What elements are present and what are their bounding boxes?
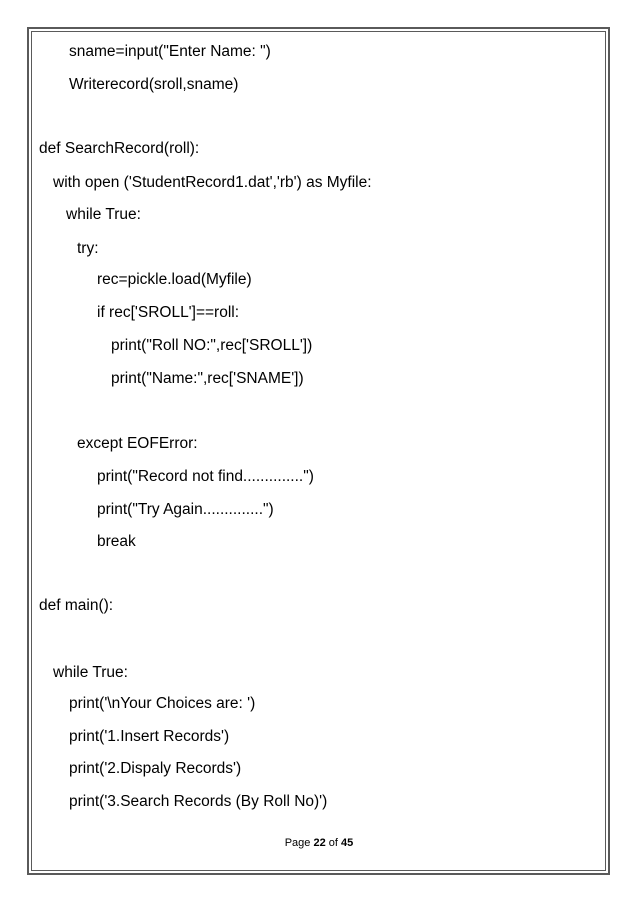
code-line: Writerecord(sroll,sname) [69, 76, 239, 93]
code-line: def SearchRecord(roll): [39, 140, 200, 157]
code-line: print("Roll NO:",rec['SROLL']) [111, 337, 313, 354]
page-border-outer [27, 27, 610, 875]
code-line: print("Record not find..............") [97, 468, 314, 485]
code-line: sname=input("Enter Name: ") [69, 43, 271, 60]
footer-total-pages: 45 [341, 837, 354, 849]
code-line: while True: [53, 664, 128, 681]
code-line: print('\nYour Choices are: ') [69, 695, 256, 712]
page-footer: Page 22 of 45 [0, 836, 638, 850]
code-line: print("Try Again..............") [97, 501, 274, 518]
code-line: print('3.Search Records (By Roll No)') [69, 793, 328, 810]
code-line: try: [77, 240, 99, 257]
code-line: if rec['SROLL']==roll: [97, 304, 240, 321]
code-line: except EOFError: [77, 435, 198, 452]
code-line: def main(): [39, 597, 114, 614]
code-line: while True: [66, 206, 141, 223]
footer-of-word: of [328, 837, 338, 849]
page-border-inner [31, 31, 606, 871]
code-line: with open ('StudentRecord1.dat','rb') as… [53, 174, 372, 191]
code-line: rec=pickle.load(Myfile) [97, 271, 252, 288]
code-line: print('2.Dispaly Records') [69, 760, 242, 777]
footer-page-word: Page [284, 837, 311, 849]
code-line: print("Name:",rec['SNAME']) [111, 370, 304, 387]
code-line: break [97, 533, 136, 550]
code-line: print('1.Insert Records') [69, 728, 230, 745]
footer-current-page: 22 [313, 837, 326, 849]
